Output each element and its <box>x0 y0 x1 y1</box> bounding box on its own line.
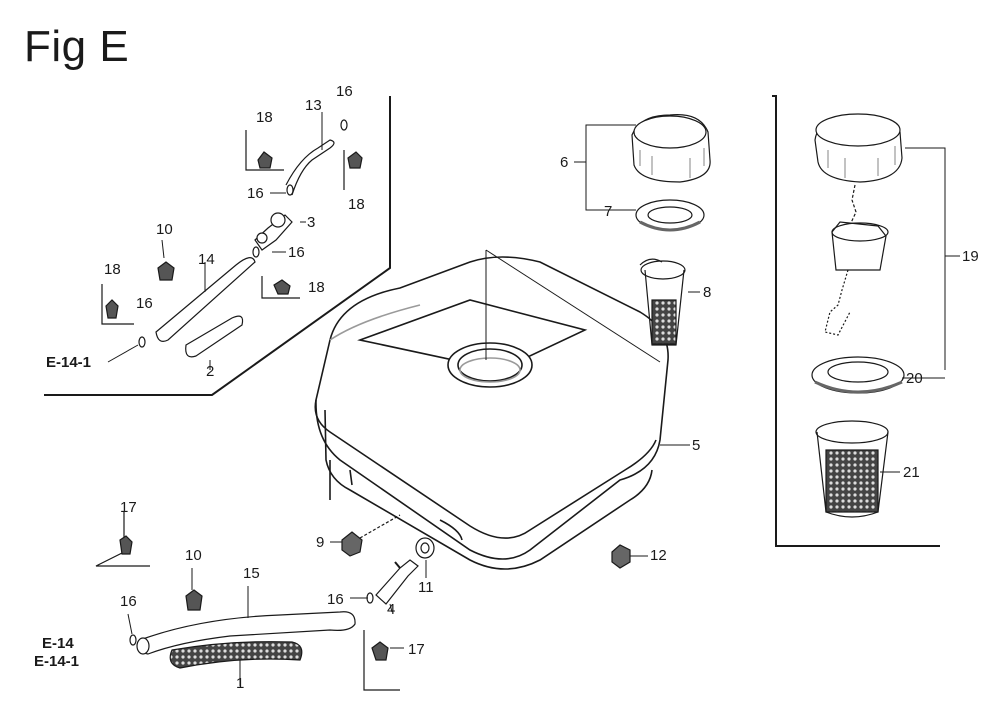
fuel-valve <box>254 212 293 251</box>
right-group-frame <box>772 95 940 547</box>
callout-16-a: 16 <box>336 83 353 100</box>
callout-16-f: 16 <box>327 591 344 608</box>
callout-10-lower: 10 <box>185 547 202 564</box>
callout-17-b: 17 <box>408 641 425 658</box>
callout-8: 8 <box>703 284 712 301</box>
bolt-9 <box>341 514 401 557</box>
callout-16-d: 16 <box>136 295 153 312</box>
callout-19: 19 <box>962 248 979 265</box>
callout-10-upper: 10 <box>156 221 173 238</box>
fuel-tube-2 <box>185 315 244 358</box>
reference-e-14-1-lower: E-14-1 <box>34 653 80 670</box>
callout-16-b: 16 <box>247 185 264 202</box>
callout-18-d: 18 <box>308 279 325 296</box>
fuel-cap <box>631 114 711 183</box>
fuel-cap-assembly <box>814 113 903 336</box>
fuel-tube-15 <box>136 611 356 655</box>
fuel-strainer-21 <box>815 420 889 518</box>
upper-left-group-frame <box>44 96 391 396</box>
callout-7: 7 <box>604 203 613 220</box>
washer-11 <box>415 537 435 559</box>
callout-12: 12 <box>650 547 667 564</box>
callout-9: 9 <box>316 534 325 551</box>
callout-17-a: 17 <box>120 499 137 516</box>
callout-13: 13 <box>305 97 322 114</box>
callout-18-c: 18 <box>104 261 121 278</box>
fuel-strainer <box>639 258 686 346</box>
callout-21: 21 <box>903 464 920 481</box>
callout-16-e: 16 <box>120 593 137 610</box>
callout-15: 15 <box>243 565 260 582</box>
callout-18-b: 18 <box>348 196 365 213</box>
fuel-tube-14 <box>155 257 256 342</box>
callout-14: 14 <box>198 251 215 268</box>
cap-gasket <box>635 199 705 232</box>
cap-gasket-20 <box>811 356 905 394</box>
callout-6: 6 <box>560 154 569 171</box>
callout-1: 1 <box>236 675 245 692</box>
figure-title: Fig E <box>24 22 130 71</box>
callout-18-a: 18 <box>256 109 273 126</box>
callout-16-c: 16 <box>288 244 305 261</box>
fuel-tube-13 <box>285 139 335 196</box>
small-rings <box>129 119 374 646</box>
nut-12 <box>611 544 631 569</box>
reference-e-14: E-14 <box>42 635 74 652</box>
reference-e-14-1-upper: E-14-1 <box>46 354 92 371</box>
callout-2: 2 <box>206 363 215 380</box>
fuel-tank <box>314 256 669 570</box>
fuel-fitting <box>375 559 419 605</box>
callout-11: 11 <box>418 579 434 596</box>
callout-3: 3 <box>307 214 316 231</box>
callout-20: 20 <box>906 370 923 387</box>
callout-5: 5 <box>692 437 701 454</box>
fuel-tube-1 <box>169 641 303 669</box>
clip-nuts <box>105 151 389 661</box>
callout-4: 4 <box>387 601 396 618</box>
